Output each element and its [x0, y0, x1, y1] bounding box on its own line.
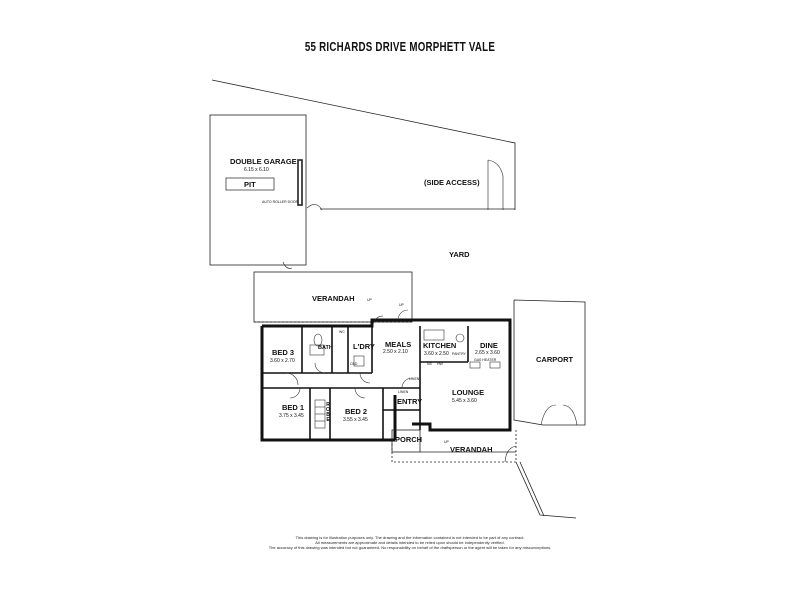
ns-label: NS [427, 362, 432, 366]
dine-size: 2.65 x 3.60 [475, 350, 500, 356]
bed1-size: 3.75 x 3.45 [279, 413, 304, 419]
verandah-rear-outline [253, 271, 413, 323]
pit-label: PIT [244, 180, 256, 189]
robe-label: ROBE [325, 402, 331, 422]
meals-size: 2.50 x 2.10 [383, 349, 408, 355]
linen-label-1: LINEN [409, 377, 420, 381]
bath-label: BATH [318, 345, 333, 351]
meals-label: MEALS [385, 340, 412, 349]
dine-label: DINE [480, 341, 498, 350]
bed3-size: 3.60 x 2.70 [270, 358, 295, 364]
lounge-label: LOUNGE [452, 388, 485, 397]
kitchen-label: KITCHEN [423, 341, 457, 350]
verandah-front-label: VERANDAH [450, 445, 493, 454]
plan-title: 55 RICHARDS DRIVE MORPHETT VALE [304, 40, 496, 54]
bed2-label: BED 2 [345, 407, 368, 416]
lounge-size: 5.45 x 3.60 [452, 398, 477, 404]
wc-label: WC [339, 330, 345, 334]
property-boundary [211, 79, 516, 210]
house-exterior-wall [262, 318, 512, 432]
ldry-label: L'DRY [353, 342, 375, 351]
entry-label: ENTRY [397, 397, 423, 406]
front-fence-arm [515, 461, 577, 519]
cbd-label: CBD [350, 362, 358, 366]
gas-heater-label: GAS HEATER [474, 358, 497, 362]
up-label-3: UP [444, 440, 449, 444]
porch-label: PORCH [395, 435, 423, 444]
disclaimer-line-1: This drawing is for illustration purpose… [295, 535, 525, 540]
disclaimer: This drawing is for illustration purpose… [240, 535, 580, 550]
up-label-2: UP [399, 303, 404, 307]
bed2-size: 3.55 x 3.45 [343, 417, 368, 423]
carport-label: CARPORT [536, 355, 574, 364]
garage-size: 6.15 x 6.10 [244, 167, 269, 173]
garage-outline [209, 114, 307, 266]
auto-roller-door-label: AUTO ROLLER DOOR [262, 200, 299, 204]
up-label-1: UP [367, 298, 372, 302]
verandah-rear-label: VERANDAH [312, 294, 355, 303]
disclaimer-line-3: The accuracy of this drawing was intende… [268, 545, 552, 550]
carport-outline [513, 299, 586, 426]
linen-label-2: LINEN [398, 390, 409, 394]
yard-label: YARD [449, 250, 470, 259]
bed1-label: BED 1 [282, 403, 305, 412]
disclaimer-line-2: All measurements are approximate and det… [315, 540, 505, 545]
pit-box [225, 177, 275, 191]
hw-label: HW [437, 362, 443, 366]
pantry-label: PANTRY [452, 352, 466, 356]
kitchen-size: 3.60 x 2.50 [424, 351, 449, 357]
bed3-label: BED 3 [272, 348, 295, 357]
garage-label: DOUBLE GARAGE [230, 157, 297, 166]
side-access-label: (SIDE ACCESS) [424, 178, 480, 187]
